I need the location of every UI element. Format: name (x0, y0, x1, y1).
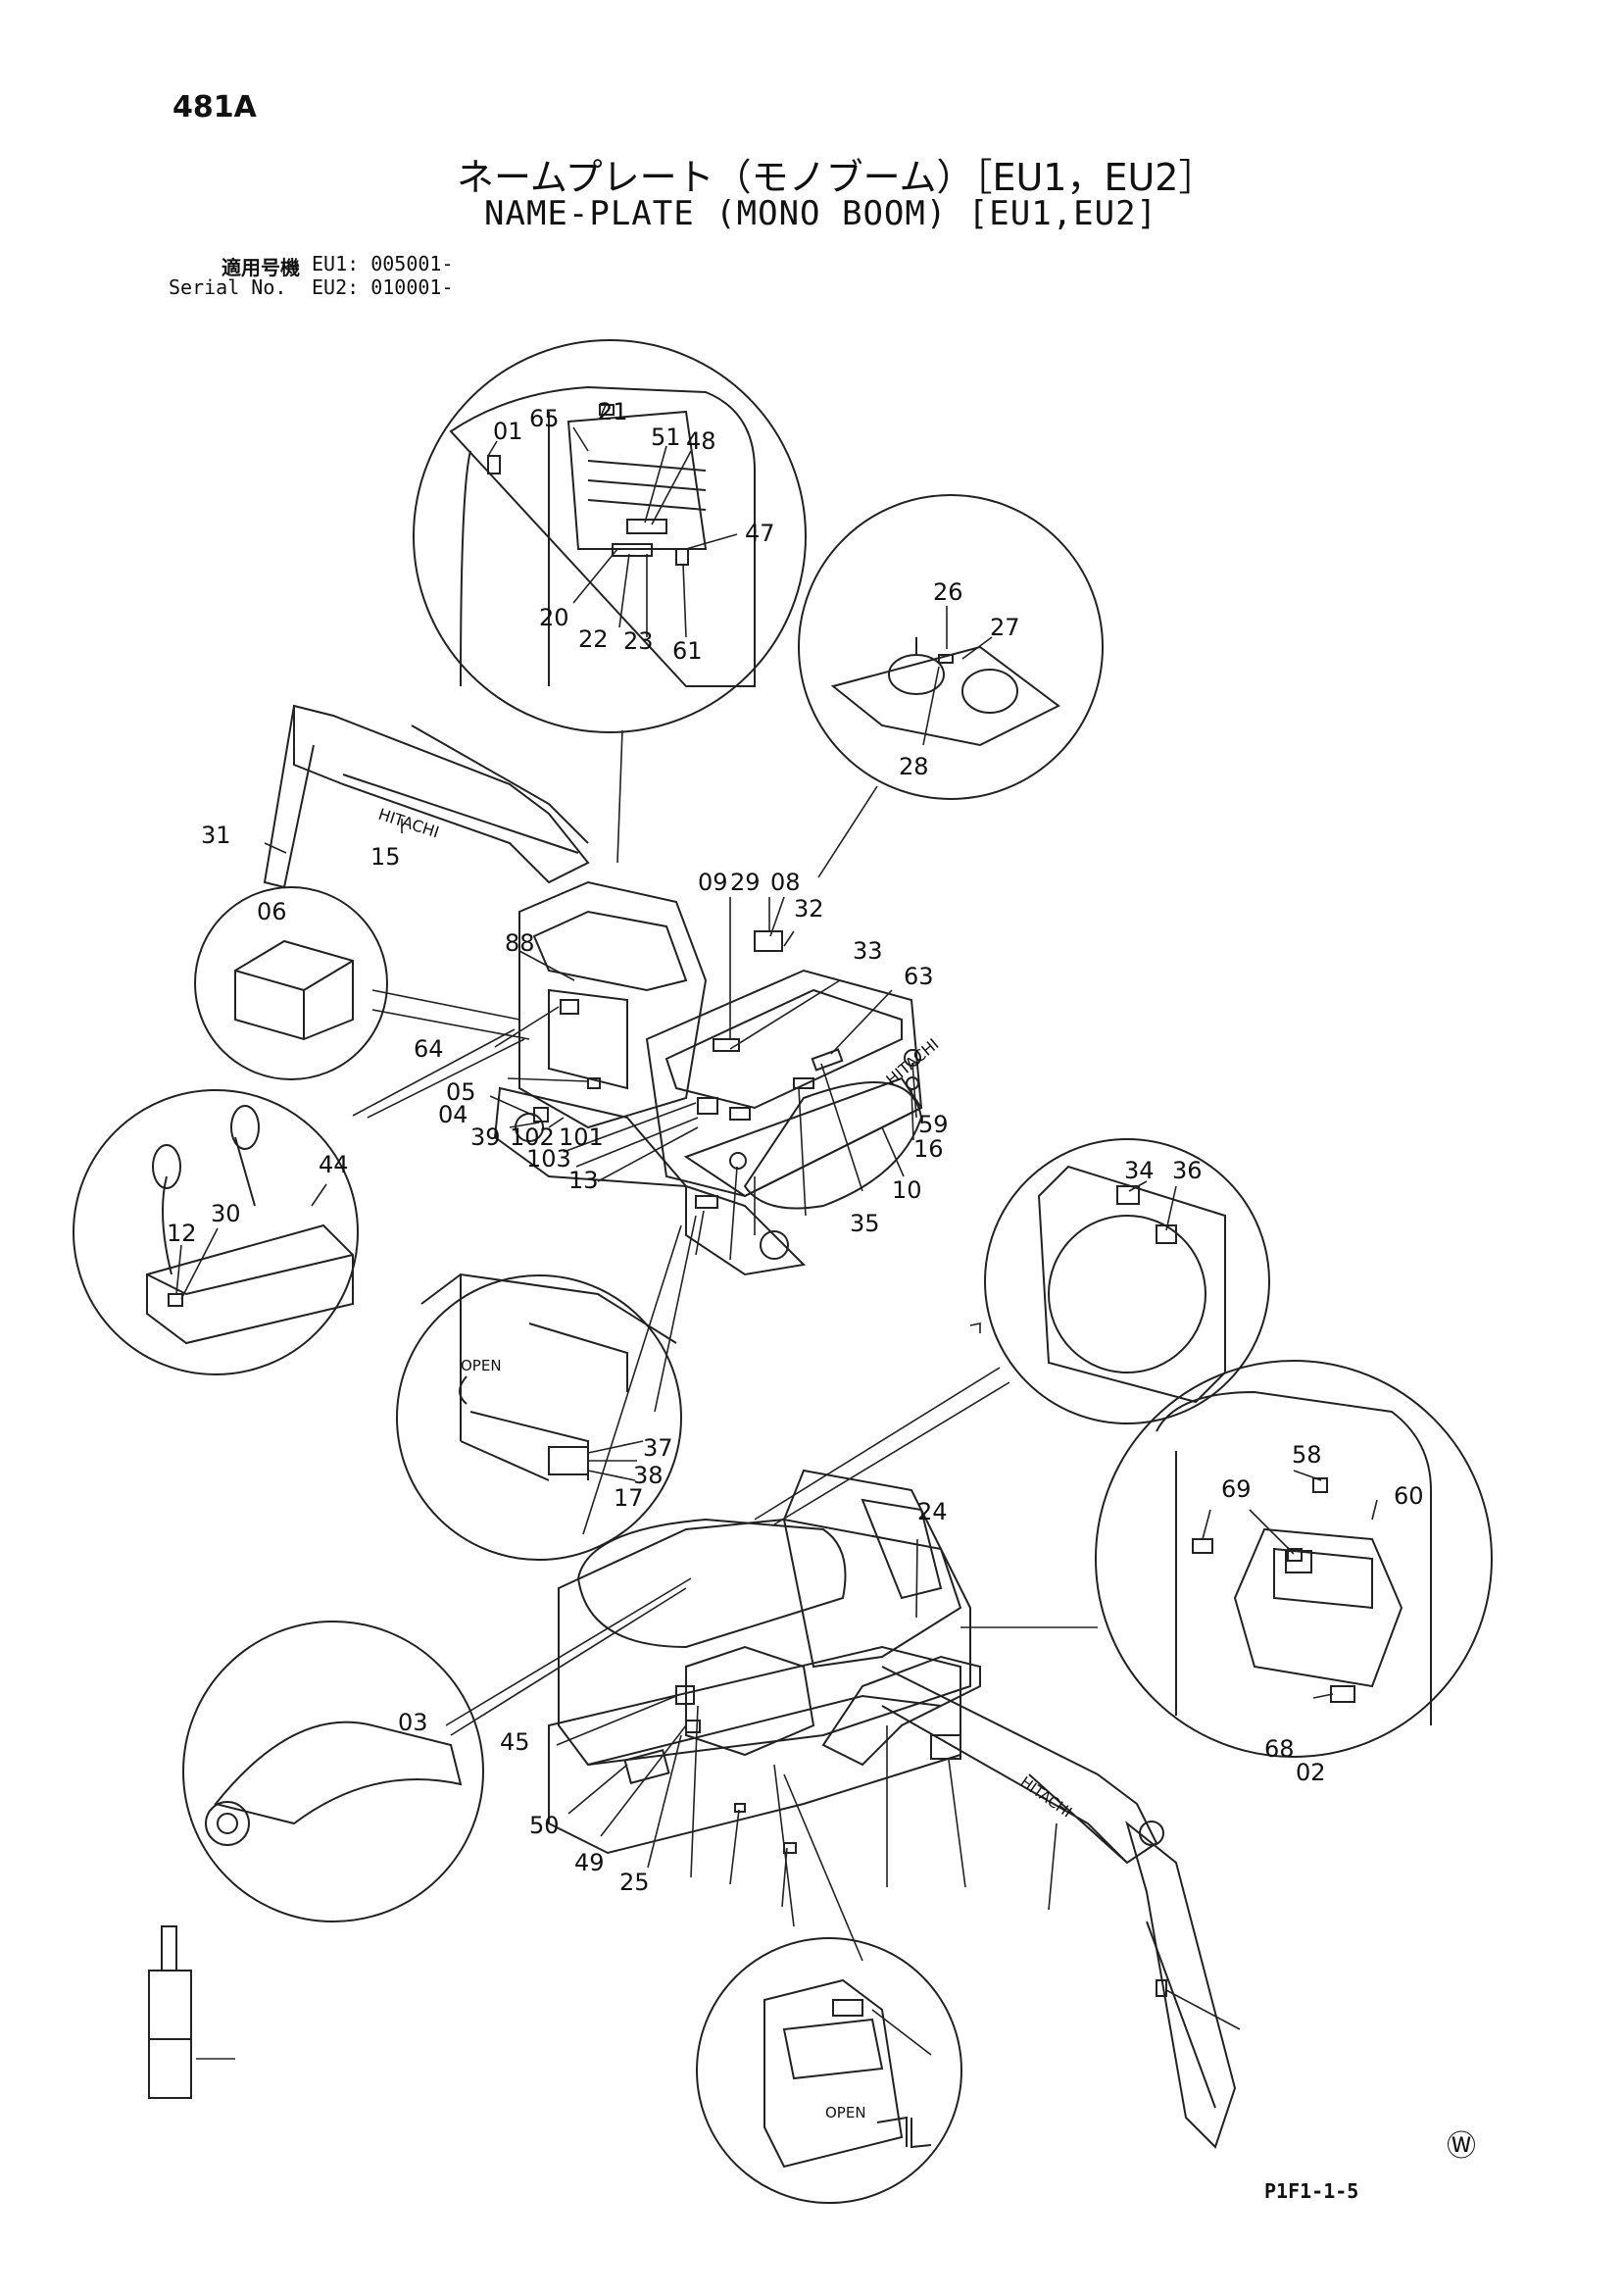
callout: 50 (529, 1812, 560, 1839)
callout: 64 (414, 1035, 444, 1063)
callout: 61 (672, 637, 703, 665)
callout: 26 (933, 578, 963, 606)
excavator-top-view (263, 704, 923, 1276)
leader-lines (175, 404, 1378, 2060)
detail-circle-cab-interior (413, 339, 807, 733)
tag-illustration (148, 1925, 192, 2099)
callout: 10 (892, 1176, 922, 1204)
callout: 68 (1264, 1735, 1295, 1763)
callout: 44 (319, 1151, 349, 1178)
callout: 102 (510, 1123, 555, 1151)
page-number: 481A (172, 90, 257, 125)
serial-label-japanese: 適用号機 (221, 256, 300, 279)
serial-eu2: EU2: 010001- (312, 275, 454, 299)
title-english: NAME-PLATE (MONO BOOM) [EU1,EU2] (484, 194, 1158, 233)
callout: 29 (730, 869, 761, 896)
serial-eu1: EU1: 005001- (312, 252, 454, 275)
callout: 01 (493, 418, 523, 445)
callout: 23 (623, 627, 654, 655)
callout: 13 (568, 1167, 599, 1194)
callout: 63 (904, 963, 934, 990)
figure-code: P1F1-1-5 (1264, 2179, 1359, 2203)
callout: 03 (398, 1709, 428, 1736)
callout: 38 (633, 1462, 664, 1489)
callout: 15 (370, 843, 401, 871)
callout: 60 (1394, 1482, 1424, 1510)
open-text-cover: OPEN (825, 2104, 866, 2121)
callout: 25 (619, 1869, 650, 1896)
detail-circle-cover (696, 1937, 962, 2204)
callout-labels: 01 21 65 51 48 47 61 23 22 20 26 27 28 3… (167, 398, 1424, 1896)
excavator-bottom-view (548, 1469, 1237, 2149)
callout: 05 (446, 1078, 476, 1106)
callout: 31 (201, 822, 231, 849)
callout: 58 (1292, 1441, 1322, 1469)
brand-text-boom-bottom: HITACHI (1017, 1773, 1075, 1822)
detail-circle-monitor (1095, 1360, 1493, 1758)
detail-circle-battery-box (194, 886, 388, 1080)
callout: 49 (574, 1849, 605, 1876)
callout: 27 (990, 614, 1020, 641)
callout: 48 (686, 427, 716, 455)
callout: 36 (1172, 1157, 1203, 1184)
callout: 08 (770, 869, 801, 896)
serial-label-english: Serial No. (169, 275, 287, 299)
callout: 37 (643, 1434, 673, 1462)
callout: 16 (913, 1135, 944, 1163)
callout: 103 (526, 1145, 571, 1173)
callout: 22 (578, 625, 609, 653)
callout: 12 (167, 1220, 197, 1247)
callout: 21 (598, 398, 628, 425)
open-text-fuse: OPEN (461, 1357, 502, 1374)
callout: 09 (698, 869, 728, 896)
callout: 20 (539, 604, 569, 631)
title-japanese: ネームプレート（モノブーム）［EU1，EU2］ (457, 156, 1216, 199)
detail-circle-operator-seat (73, 1089, 359, 1375)
detail-circle-radiator (984, 1138, 1270, 1424)
detail-circle-fuel-filler (182, 1621, 484, 1922)
callout: 51 (651, 424, 681, 451)
detail-circle-horn (798, 494, 1104, 800)
callout: 59 (918, 1111, 949, 1138)
callout: 34 (1124, 1157, 1155, 1184)
callout: 47 (745, 520, 775, 547)
callout: 06 (257, 898, 287, 925)
callout: 17 (614, 1484, 644, 1512)
callout: 28 (899, 753, 929, 780)
callout: 45 (500, 1728, 530, 1756)
callout: 101 (559, 1123, 604, 1151)
callout: 30 (211, 1200, 241, 1227)
callout: 02 (1296, 1759, 1326, 1786)
callout: 69 (1221, 1475, 1252, 1503)
detail-circle-fuse-box (396, 1273, 682, 1561)
callout: 32 (794, 895, 824, 923)
callout: 04 (438, 1101, 468, 1128)
callout: 65 (529, 405, 560, 432)
callout: 24 (917, 1498, 948, 1525)
w-mark: Ⓦ (1447, 2129, 1476, 2164)
callout: 35 (850, 1210, 880, 1237)
brand-text-boom-top: HITACHI (376, 805, 442, 842)
callout: 39 (470, 1123, 501, 1151)
callout: 33 (853, 937, 883, 965)
callout: 88 (505, 929, 535, 957)
